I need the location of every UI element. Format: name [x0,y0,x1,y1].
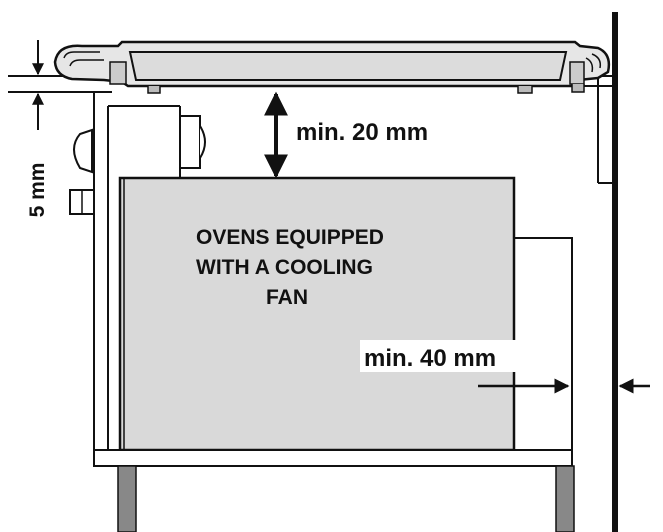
cabinet [69,92,206,450]
oven [118,176,573,452]
oven-text-line-2: WITH A COOLING [196,256,373,279]
side-clearance-label-bg [360,340,540,372]
oven-text-line-1: OVENS EQUIPPED [196,226,384,249]
plinth [93,449,575,532]
side-clearance-label: min. 40 mm [364,345,496,372]
thickness-label: 5 mm [26,163,49,218]
wall [597,12,618,532]
top-clearance-label: min. 20 mm [296,119,428,146]
hob [53,40,611,94]
oven-text-line-3: FAN [266,286,308,309]
